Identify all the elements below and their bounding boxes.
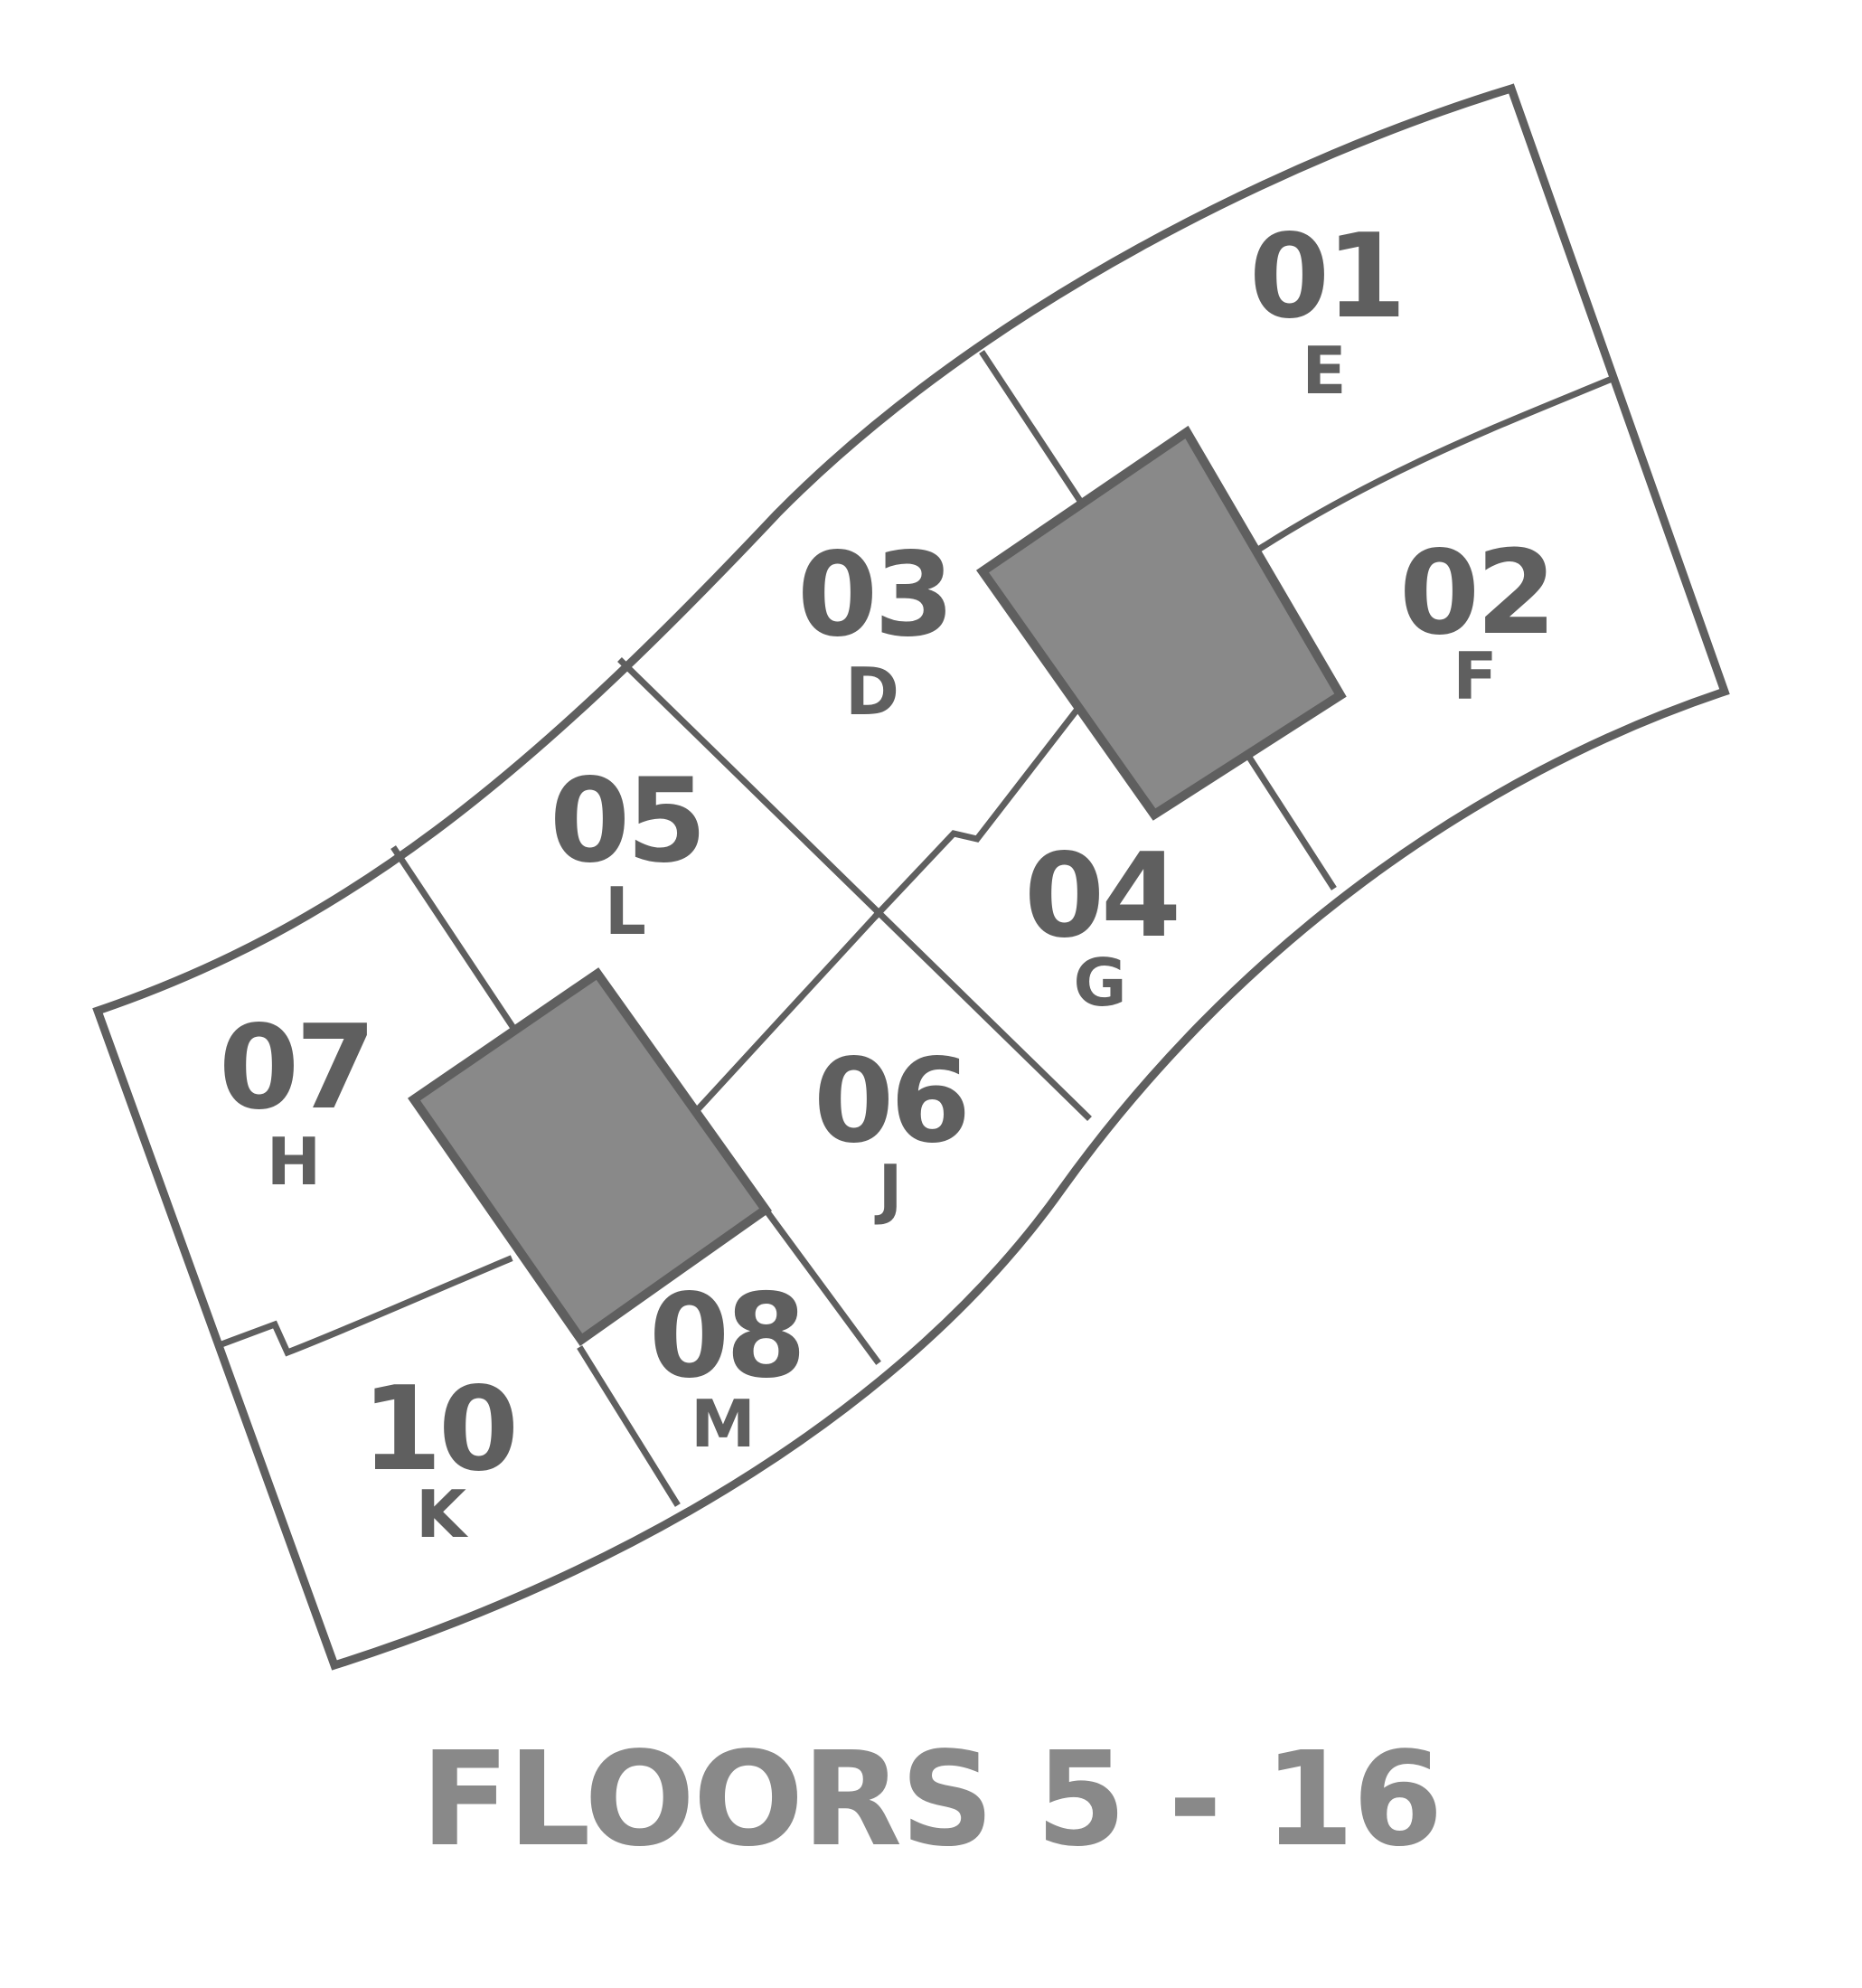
wall-02-04 (1246, 754, 1337, 890)
unit-02-label[interactable]: 02 F (1399, 526, 1556, 714)
unit-06-label[interactable]: 06 J (813, 1034, 971, 1227)
wall-05-06 (694, 910, 881, 1113)
unit-letter: M (691, 1386, 756, 1462)
unit-letter: H (267, 1124, 321, 1200)
unit-04-label[interactable]: 04 G (1024, 829, 1181, 1021)
unit-number: 04 (1024, 829, 1178, 964)
unit-08-label[interactable]: 08 M (649, 1269, 806, 1462)
unit-letter: D (845, 654, 899, 730)
unit-01-label[interactable]: 01 E (1249, 210, 1406, 409)
wall-07-10 (217, 1255, 513, 1357)
unit-number: 01 (1249, 210, 1403, 344)
unit-letter: E (1302, 333, 1346, 409)
unit-letter: J (874, 1151, 903, 1227)
unit-letter: F (1453, 638, 1497, 714)
wall-10-08 (577, 1345, 681, 1507)
service-core-lower (408, 967, 772, 1346)
unit-number: 02 (1399, 526, 1553, 661)
unit-number: 08 (649, 1269, 803, 1404)
unit-number: 05 (550, 754, 703, 889)
unit-number: 03 (797, 528, 951, 663)
unit-letter: L (605, 873, 646, 949)
wall-03-05-06-04 (617, 657, 1092, 1121)
unit-10-label[interactable]: 10 K (362, 1362, 519, 1552)
wall-03-04 (872, 707, 1080, 919)
unit-05-label[interactable]: 05 L (550, 754, 707, 949)
wall-01-02 (1254, 375, 1614, 554)
floors-title: FLOORS 5 - 16 (420, 1723, 1443, 1875)
unit-letter: G (1073, 945, 1126, 1021)
unit-03-label[interactable]: 03 D (797, 528, 955, 730)
unit-number: 07 (219, 1001, 372, 1135)
wall-06-08 (761, 1205, 881, 1365)
wall-07-05 (390, 845, 518, 1032)
unit-number: 06 (813, 1034, 967, 1169)
unit-number: 10 (362, 1362, 515, 1497)
wall-03-01 (979, 350, 1083, 503)
unit-07-label[interactable]: 07 H (219, 1001, 376, 1200)
service-core-upper (975, 425, 1347, 821)
unit-letter: K (416, 1476, 468, 1552)
